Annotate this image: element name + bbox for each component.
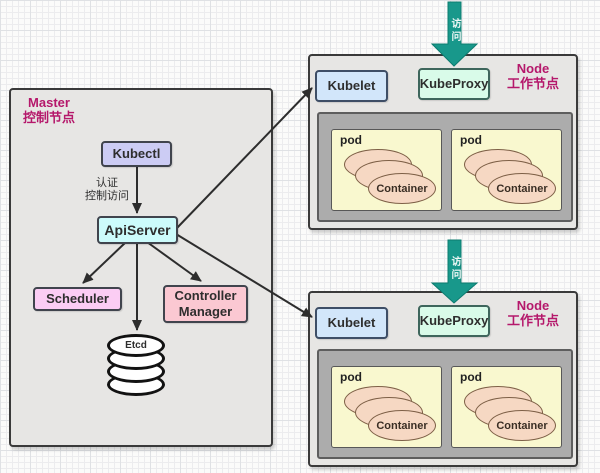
auth-line1: 认证 xyxy=(96,177,118,189)
arrow-apiserver-to-scheduler xyxy=(82,241,127,284)
kubelet-box-node1: Kubelet xyxy=(315,70,388,102)
kubectl-label: Kubectl xyxy=(112,146,161,161)
arrow-apiserver-to-kubelet-node1 xyxy=(175,87,313,230)
pod-label: pod xyxy=(460,133,482,147)
pod-label: pod xyxy=(340,370,362,384)
container-ellipse: Container xyxy=(488,173,556,204)
kubeproxy-box-node1: KubeProxy xyxy=(418,68,490,100)
pod-box: pod Container xyxy=(331,129,442,211)
pod-box: pod Container xyxy=(451,129,562,211)
auth-line2: 控制访问 xyxy=(85,190,129,202)
scheduler-box: Scheduler xyxy=(33,287,122,311)
kubectl-box: Kubectl xyxy=(101,141,172,167)
apiserver-box: ApiServer xyxy=(97,216,178,244)
arrow-apiserver-to-kubelet-node2 xyxy=(175,233,313,318)
kubeproxy-box-node2: KubeProxy xyxy=(418,305,490,337)
container-label: Container xyxy=(496,182,548,195)
container-label: Container xyxy=(496,419,548,432)
node2-pod-area: pod Container pod Container xyxy=(317,349,573,459)
kubelet-label: Kubelet xyxy=(327,78,376,93)
container-ellipse: Container xyxy=(368,410,436,441)
master-zone-title: Master 控制节点 xyxy=(16,95,82,125)
kubelet-box-node2: Kubelet xyxy=(315,307,388,339)
controller-manager-box: Controller Manager xyxy=(163,285,248,323)
node-title-zh: 工作节点 xyxy=(506,76,559,91)
pod-box: pod Container xyxy=(451,366,562,448)
access-arrow-label-node2: 访问 xyxy=(449,256,460,282)
pod-box: pod Container xyxy=(331,366,442,448)
container-ellipse: Container xyxy=(488,410,556,441)
node1-pod-area: pod Container pod Container xyxy=(317,112,573,222)
pod-label: pod xyxy=(460,370,482,384)
container-label: Container xyxy=(376,419,428,432)
node-title-en: Node xyxy=(516,298,550,313)
scheduler-label: Scheduler xyxy=(46,291,109,306)
apiserver-label: ApiServer xyxy=(104,222,171,238)
etcd-label: Etcd xyxy=(125,340,147,351)
auth-access-label: 认证 控制访问 xyxy=(78,177,136,203)
kubeproxy-label: KubeProxy xyxy=(419,76,489,91)
node1-content: Kubelet KubeProxy Node 工作节点 pod Containe… xyxy=(308,54,574,226)
node2-zone-title: Node 工作节点 xyxy=(498,298,568,328)
container-ellipse: Container xyxy=(368,173,436,204)
kubelet-label: Kubelet xyxy=(327,315,376,330)
node2-content: Kubelet KubeProxy Node 工作节点 pod Containe… xyxy=(308,291,574,463)
container-label: Container xyxy=(376,182,428,195)
node-title-zh: 工作节点 xyxy=(506,313,559,328)
master-title-zh: 控制节点 xyxy=(22,110,75,125)
access-arrow-node2 xyxy=(430,239,479,304)
access-arrow-node1 xyxy=(430,1,479,67)
access-arrow-label-node1: 访问 xyxy=(449,18,460,44)
etcd-database-icon: Etcd xyxy=(107,334,165,357)
arrow-apiserver-to-controller-manager xyxy=(146,241,202,282)
master-title-en: Master xyxy=(28,95,70,110)
kubeproxy-label: KubeProxy xyxy=(419,313,489,328)
node-title-en: Node xyxy=(516,61,550,76)
pod-label: pod xyxy=(340,133,362,147)
node1-zone-title: Node 工作节点 xyxy=(498,61,568,91)
controller-manager-label: Controller Manager xyxy=(174,288,237,319)
